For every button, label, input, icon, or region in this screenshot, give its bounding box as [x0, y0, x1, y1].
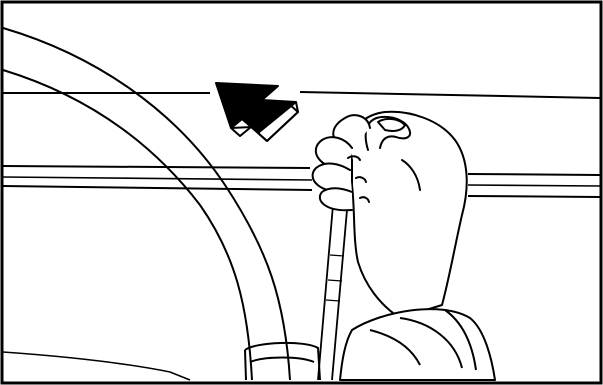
illustration-canvas	[0, 0, 603, 385]
frame-border	[2, 2, 601, 383]
illustration	[0, 0, 603, 385]
